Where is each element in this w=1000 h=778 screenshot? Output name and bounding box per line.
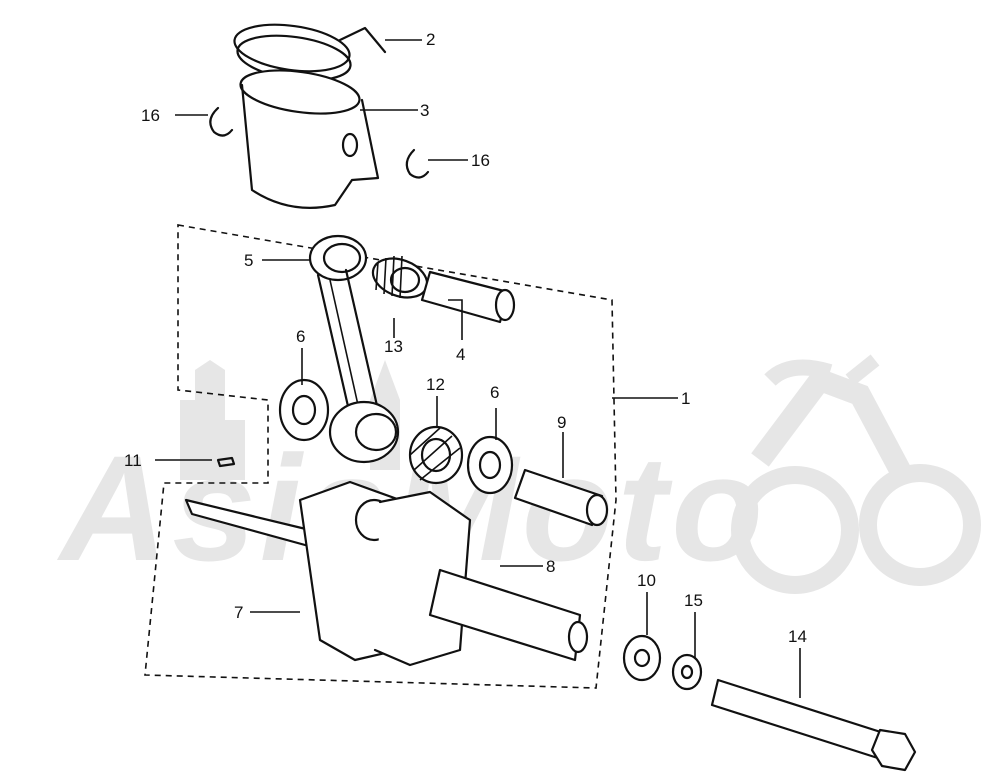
callout-1: 1 (681, 389, 690, 408)
callout-6b: 6 (490, 383, 499, 402)
callout-5: 5 (244, 251, 253, 270)
callout-7: 7 (234, 603, 243, 622)
big-end-needle-bearing (408, 425, 464, 485)
thrust-washer-right (466, 435, 514, 495)
callout-11: 11 (124, 451, 142, 470)
callout-4: 4 (456, 345, 465, 364)
callout-13: 13 (384, 337, 403, 356)
motorcycle-watermark-icon (731, 354, 981, 594)
callout-labels: 1 2 3 4 5 6 6 7 8 9 10 11 12 13 14 15 16… (124, 30, 807, 646)
callout-16a: 16 (141, 106, 160, 125)
piston (239, 69, 380, 209)
circlip-left (209, 106, 234, 137)
callout-9: 9 (557, 413, 566, 432)
leader-lines (155, 39, 801, 698)
thrust-washer-left (278, 378, 330, 442)
bolt (710, 678, 917, 772)
callout-10: 10 (637, 571, 656, 590)
piston-pin (420, 270, 516, 324)
callout-14: 14 (788, 627, 807, 646)
callout-16b: 16 (471, 151, 490, 170)
woodruff-key (216, 456, 236, 468)
callout-12: 12 (426, 375, 445, 394)
watermark: AsiaMoto (56, 354, 981, 594)
callout-15: 15 (684, 591, 703, 610)
connecting-rod (308, 234, 400, 464)
callout-6a: 6 (296, 327, 305, 346)
crankshaft (184, 480, 589, 667)
lock-washer (671, 653, 703, 691)
callout-2: 2 (426, 30, 435, 49)
callout-8: 8 (546, 557, 555, 576)
crank-pin (513, 468, 609, 527)
small-end-needle-bearing (371, 255, 429, 299)
flat-washer (622, 634, 662, 682)
circlip-right (405, 148, 430, 179)
callout-3: 3 (420, 101, 429, 120)
crankshaft-assembly-outline (144, 224, 617, 689)
